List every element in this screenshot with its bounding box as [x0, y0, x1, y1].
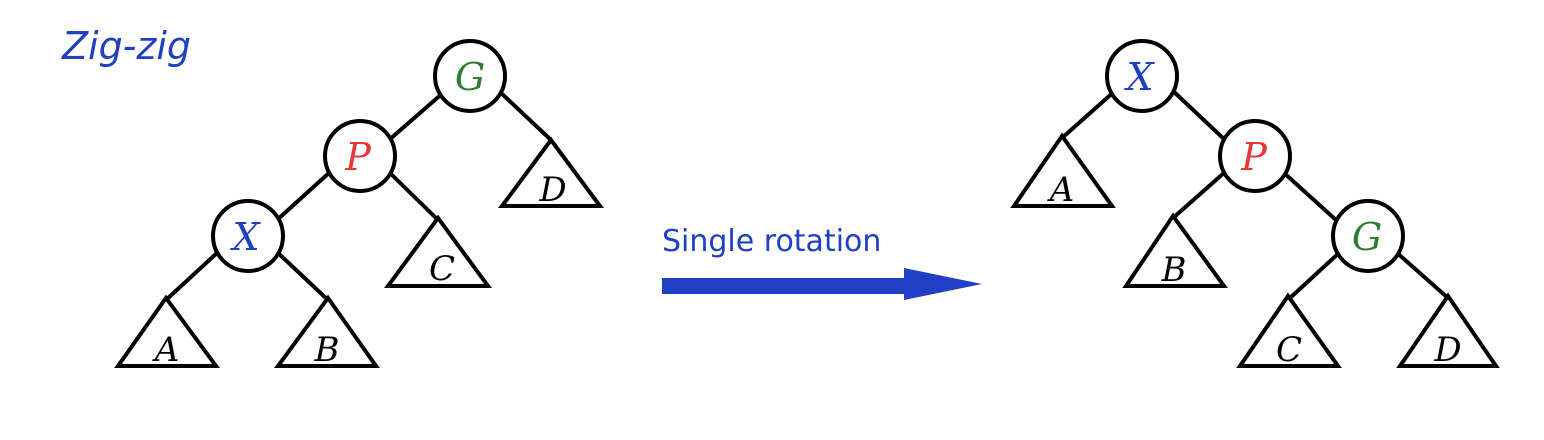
- node-circle-root: [1105, 39, 1179, 113]
- edge-x-a: [1060, 88, 1118, 140]
- node-circle-root: [433, 39, 507, 113]
- edge-g-d: [498, 90, 553, 142]
- edge-p-b: [1171, 170, 1227, 220]
- node-label-g: G: [455, 55, 485, 99]
- edge-g-p: [387, 90, 446, 142]
- node-label-p: P: [1240, 135, 1268, 179]
- leaf-label-d: D: [1433, 330, 1461, 370]
- edge-g-c: [1288, 250, 1342, 300]
- subtree-triangle-b: [274, 294, 380, 368]
- subtree-triangle-a: [1010, 132, 1116, 208]
- edge-x-b: [275, 250, 330, 302]
- node-label-p: P: [344, 135, 372, 179]
- tree-after: [1010, 39, 1500, 368]
- subtree-triangle-d: [498, 136, 604, 208]
- leaf-label-b: B: [314, 330, 340, 370]
- subtree-triangle-c: [384, 214, 492, 288]
- arrow-head: [904, 268, 982, 300]
- rotation-caption: Single rotation: [662, 224, 882, 259]
- edge-g-d: [1394, 250, 1450, 300]
- edge-x-p: [1170, 88, 1227, 142]
- node-circle-low: [1331, 199, 1405, 273]
- subtree-triangle-d: [1396, 292, 1500, 368]
- subtree-triangle-b: [1122, 212, 1228, 288]
- node-label-g: G: [1352, 215, 1382, 259]
- node-circle-mid: [1218, 119, 1292, 193]
- node-label-x: X: [1123, 55, 1155, 99]
- leaf-label-a: A: [1047, 170, 1075, 210]
- tree-after-labels: X P G A B C D: [1047, 55, 1462, 370]
- leaf-label-d: D: [538, 170, 566, 210]
- node-circle-mid: [323, 119, 397, 193]
- tree-before: [114, 39, 604, 368]
- tree-before-labels: G P X D C A B: [152, 55, 567, 370]
- leaf-label-a: A: [152, 330, 180, 370]
- subtree-triangle-a: [114, 294, 220, 368]
- leaf-label-b: B: [1161, 250, 1187, 290]
- leaf-label-c: C: [1276, 330, 1302, 370]
- edge-p-g: [1281, 170, 1338, 222]
- node-label-x: X: [229, 215, 261, 259]
- edge-p-x: [275, 170, 332, 222]
- node-circle-low: [211, 199, 285, 273]
- arrow-shaft: [662, 278, 910, 294]
- leaf-label-c: C: [429, 249, 455, 289]
- diagram-title: Zig-zig: [62, 24, 192, 68]
- rotation-arrow: [662, 268, 982, 300]
- edge-p-c: [387, 170, 440, 222]
- subtree-triangle-c: [1236, 292, 1342, 368]
- edge-x-a: [164, 250, 220, 302]
